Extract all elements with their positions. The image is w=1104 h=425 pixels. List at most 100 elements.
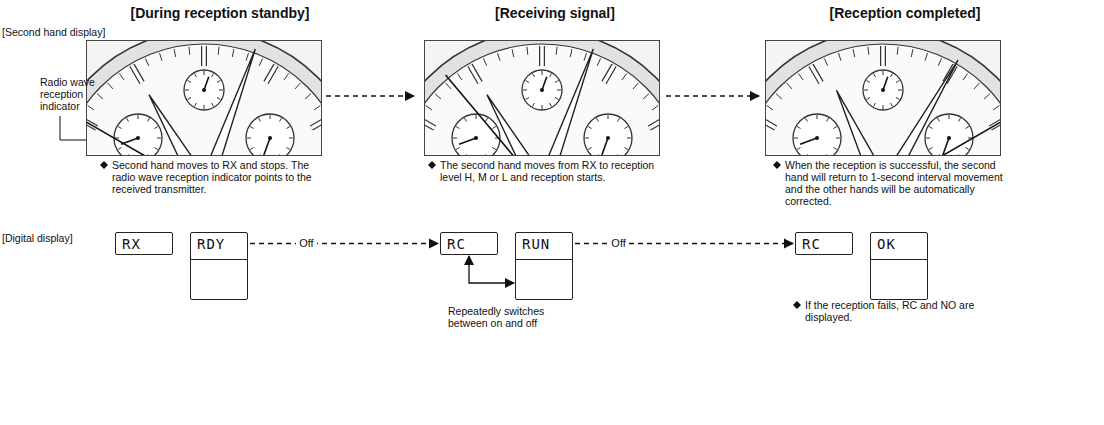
sub-dial-tick bbox=[453, 138, 457, 139]
bullet-diamond bbox=[773, 161, 781, 169]
sub-dial-tick bbox=[185, 90, 189, 91]
sub-dial-tick bbox=[874, 74, 876, 77]
sub-dial-pin bbox=[136, 136, 140, 140]
minute-tick bbox=[483, 58, 486, 65]
minute-tick bbox=[145, 58, 148, 65]
hour-index bbox=[311, 118, 322, 128]
minute-tick bbox=[963, 74, 968, 80]
watch-face bbox=[382, 30, 702, 350]
sub-dial-tick bbox=[523, 90, 527, 91]
sub-dial-tick bbox=[456, 148, 459, 150]
minute-tick bbox=[314, 105, 320, 110]
sub-dial-tick bbox=[219, 90, 223, 91]
sub-dial-tick bbox=[891, 103, 893, 106]
hour-index bbox=[539, 46, 545, 66]
sub-dial-hand bbox=[264, 138, 270, 155]
minute-tick bbox=[295, 83, 300, 89]
minute-tick bbox=[597, 58, 600, 65]
minute-tick bbox=[839, 53, 841, 61]
minute-tick bbox=[787, 83, 792, 89]
watch-crop bbox=[424, 40, 660, 156]
sub-dial-tick bbox=[259, 118, 261, 121]
minute-tick bbox=[88, 105, 94, 110]
section-heading: [During reception standby] bbox=[110, 5, 330, 21]
sub-dial-tick bbox=[929, 148, 932, 150]
sub-dial-tick bbox=[195, 74, 197, 77]
sub-dial-tick bbox=[624, 148, 627, 150]
sub-dial-tick bbox=[550, 103, 552, 106]
watch-bezel bbox=[765, 40, 1001, 156]
sub-dial bbox=[793, 114, 841, 156]
note-text: When the reception is successful, the se… bbox=[785, 159, 1007, 207]
second-hand bbox=[446, 75, 555, 156]
lcd-display: RX bbox=[115, 232, 173, 255]
minute-tick bbox=[446, 83, 451, 89]
sub-dial-tick bbox=[195, 103, 197, 106]
minute-tick bbox=[570, 49, 572, 57]
sub-dial-tick bbox=[555, 98, 558, 100]
display-text: RDY bbox=[197, 235, 225, 253]
hour-index bbox=[881, 46, 885, 66]
sub-dial-pin bbox=[202, 88, 206, 92]
minute-tick bbox=[767, 105, 773, 110]
hour-index bbox=[880, 46, 886, 66]
minute-tick bbox=[897, 47, 899, 55]
sub-dial-tick bbox=[618, 118, 620, 121]
minute-tick bbox=[853, 49, 855, 57]
sub-dial-tick bbox=[833, 127, 836, 129]
sub-dial-tick bbox=[827, 118, 829, 121]
minute-tick bbox=[556, 47, 558, 55]
hour-index bbox=[604, 65, 614, 82]
minute-tick bbox=[993, 105, 999, 110]
sub-dial-pin bbox=[815, 136, 819, 140]
minute-tick bbox=[457, 74, 462, 80]
sub-dial-tick bbox=[836, 138, 840, 139]
bullet-diamond bbox=[793, 301, 801, 309]
hour-index bbox=[132, 65, 142, 82]
sub-dial-tick bbox=[542, 71, 543, 75]
sub-dial-hand bbox=[883, 77, 888, 90]
sub-dial-tick bbox=[188, 98, 191, 100]
sub-dial-tick bbox=[597, 118, 599, 121]
sub-dial-tick bbox=[270, 115, 271, 119]
minute-tick bbox=[867, 47, 869, 55]
hour-index bbox=[765, 118, 776, 128]
hour-index bbox=[266, 65, 276, 82]
minute-tick bbox=[305, 94, 311, 99]
display-text: RX bbox=[122, 235, 141, 253]
picture-frame bbox=[425, 41, 660, 156]
sub-dial-tick bbox=[212, 74, 214, 77]
hour-index bbox=[649, 118, 660, 128]
sub-dial-tick bbox=[806, 118, 808, 121]
sub-dial-tick bbox=[138, 115, 139, 119]
lcd-display: RDY bbox=[190, 232, 248, 300]
second-hand bbox=[86, 115, 221, 156]
minute-tick bbox=[97, 94, 103, 99]
sub-dial-tick bbox=[492, 148, 495, 150]
sub-dial-tick bbox=[550, 74, 552, 77]
minute-tick bbox=[938, 58, 941, 65]
minute-tick bbox=[426, 105, 432, 110]
picture-frame bbox=[766, 41, 1001, 156]
sub-dial-tick bbox=[864, 90, 868, 91]
sub-dial bbox=[863, 70, 903, 110]
sub-dial-tick bbox=[280, 118, 282, 121]
sub-dial-tick bbox=[204, 105, 205, 109]
sub-dial-pin bbox=[474, 136, 478, 140]
sub-dial-tick bbox=[286, 148, 289, 150]
section-heading: [Receiving signal] bbox=[460, 5, 650, 21]
connector-arrow bbox=[250, 243, 438, 244]
hour-index bbox=[311, 118, 322, 128]
sub-dial-tick bbox=[154, 127, 157, 129]
minute-tick bbox=[526, 47, 528, 55]
sub-dial-tick bbox=[212, 103, 214, 106]
sub-dial-tick bbox=[797, 127, 800, 129]
minute-tick bbox=[232, 49, 234, 57]
hour-index bbox=[424, 118, 435, 128]
note-text: [Digital display] bbox=[2, 232, 112, 244]
sub-dial-tick bbox=[456, 127, 459, 129]
reception-indicator-hand bbox=[459, 138, 476, 144]
minute-tick bbox=[911, 49, 913, 57]
sub-dial-tick bbox=[608, 115, 609, 119]
watch-bezel bbox=[424, 40, 660, 156]
